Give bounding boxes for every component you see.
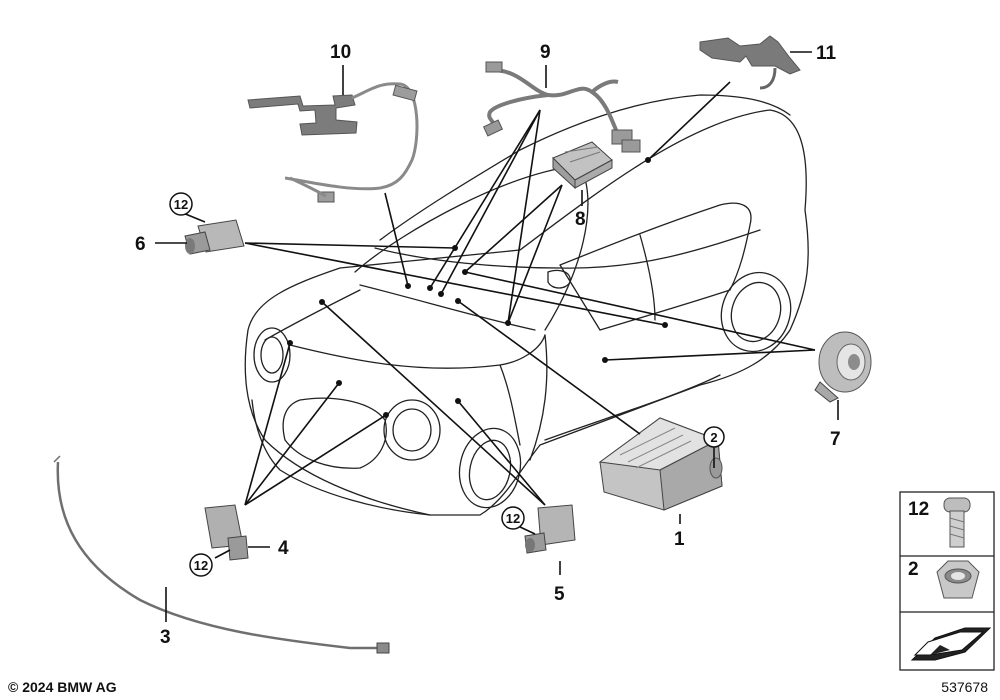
seat-occupancy-sensor — [814, 331, 872, 403]
callout-7: 7 — [830, 429, 841, 450]
leader-dots — [287, 157, 668, 418]
roof-sensor-module — [552, 141, 613, 190]
callout-12-circle-sensor-6: 12 — [169, 192, 193, 216]
callout-1: 1 — [674, 529, 685, 550]
callout-11: 11 — [816, 43, 837, 64]
callout-9: 9 — [540, 42, 551, 63]
callout-10: 10 — [330, 42, 351, 63]
callout-5: 5 — [554, 584, 565, 605]
hardware-legend: 12 2 — [899, 491, 995, 671]
car-outline — [244, 94, 809, 516]
callout-6: 6 — [135, 234, 146, 255]
airbag-control-unit — [598, 417, 723, 511]
sensor-5 — [524, 504, 576, 554]
cable-3 — [53, 455, 390, 654]
legend-item-12: 12 — [908, 499, 929, 520]
seat-mat-10 — [247, 82, 419, 203]
svg-text:12: 12 — [194, 558, 208, 573]
sensor-4 — [204, 504, 249, 561]
callout-3: 3 — [160, 627, 171, 648]
copyright: © 2024 BMW AG — [8, 679, 117, 695]
svg-text:12: 12 — [174, 197, 188, 212]
leader-lines — [155, 51, 839, 622]
svg-text:12: 12 — [506, 511, 520, 526]
callout-12-circle-sensor-4: 12 — [189, 553, 213, 577]
wiring-harness-9 — [482, 61, 641, 153]
sensor-6 — [184, 219, 245, 255]
screw-icon — [943, 497, 971, 548]
nut-icon — [936, 560, 980, 599]
legend-item-2: 2 — [908, 559, 919, 580]
seat-mat-11 — [699, 35, 801, 90]
arrow-icon — [910, 627, 992, 661]
callout-12-circle-sensor-5: 12 — [501, 506, 525, 530]
image-number: 537678 — [941, 679, 988, 695]
callout-2-circle: 2 — [703, 426, 725, 448]
callout-8: 8 — [575, 209, 586, 230]
svg-text:2: 2 — [710, 430, 717, 445]
callout-4: 4 — [278, 538, 289, 559]
